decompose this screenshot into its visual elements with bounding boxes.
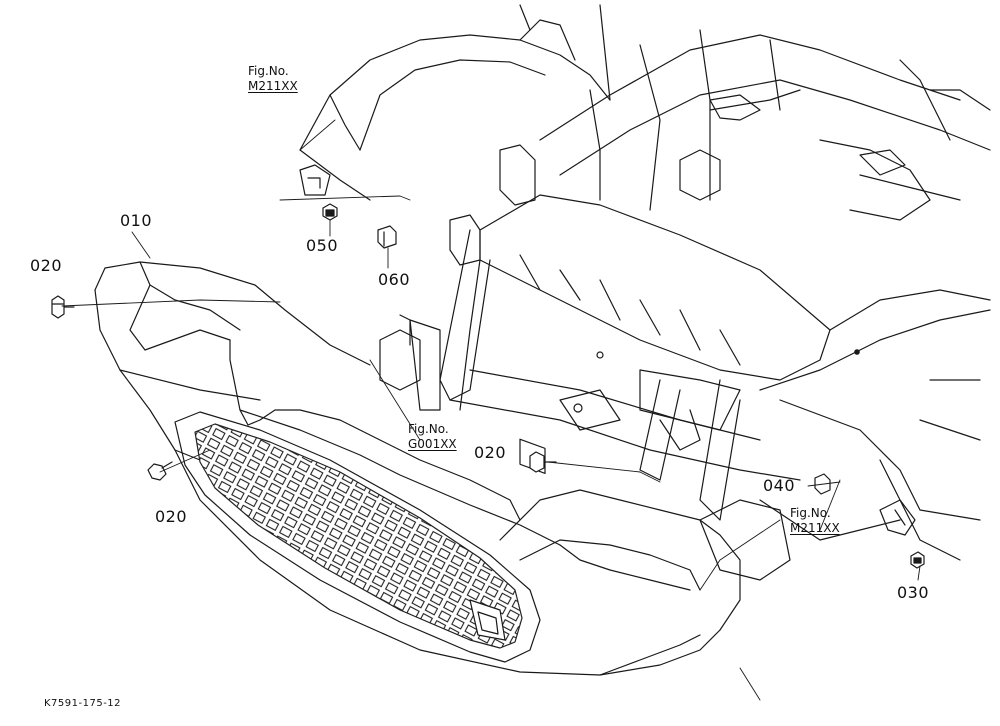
figure-ref-top-label: Fig.No. bbox=[248, 64, 289, 78]
main-frame bbox=[379, 29, 991, 581]
drawing-code: K7591-175-12 bbox=[44, 698, 122, 709]
callout-040: 040 bbox=[763, 476, 796, 495]
figure-ref-center: Fig.No. G001XX bbox=[408, 422, 457, 452]
figure-ref-center-number: G001XX bbox=[408, 437, 457, 451]
figure-ref-right: Fig.No. M211XX bbox=[790, 506, 840, 536]
bolt-020-center bbox=[529, 451, 557, 473]
callout-020-left: 020 bbox=[30, 256, 63, 275]
figure-ref-right-number: M211XX bbox=[790, 521, 840, 535]
front-cover bbox=[94, 261, 741, 676]
leader-lines bbox=[61, 119, 921, 701]
mount-bracket-right bbox=[879, 499, 916, 536]
callout-030: 030 bbox=[897, 583, 930, 602]
mount-bracket-left bbox=[299, 164, 331, 196]
figure-ref-right-label: Fig.No. bbox=[790, 506, 831, 520]
callout-020-center: 020 bbox=[474, 443, 507, 462]
rear-body-panel bbox=[299, 4, 611, 201]
grille-mesh bbox=[194, 423, 523, 649]
figure-ref-top: Fig.No. M211XX bbox=[248, 64, 298, 94]
nut-060 bbox=[377, 225, 397, 249]
callout-050: 050 bbox=[306, 236, 339, 255]
bolt-020-bottom bbox=[147, 461, 173, 481]
clip-050 bbox=[322, 203, 338, 221]
callout-010: 010 bbox=[120, 211, 153, 230]
callout-060: 060 bbox=[378, 270, 411, 289]
clip-030 bbox=[910, 551, 925, 569]
figure-ref-top-number: M211XX bbox=[248, 79, 298, 93]
bolt-020-left bbox=[51, 295, 75, 319]
callout-020-bottom: 020 bbox=[155, 507, 188, 526]
figure-ref-center-label: Fig.No. bbox=[408, 422, 449, 436]
